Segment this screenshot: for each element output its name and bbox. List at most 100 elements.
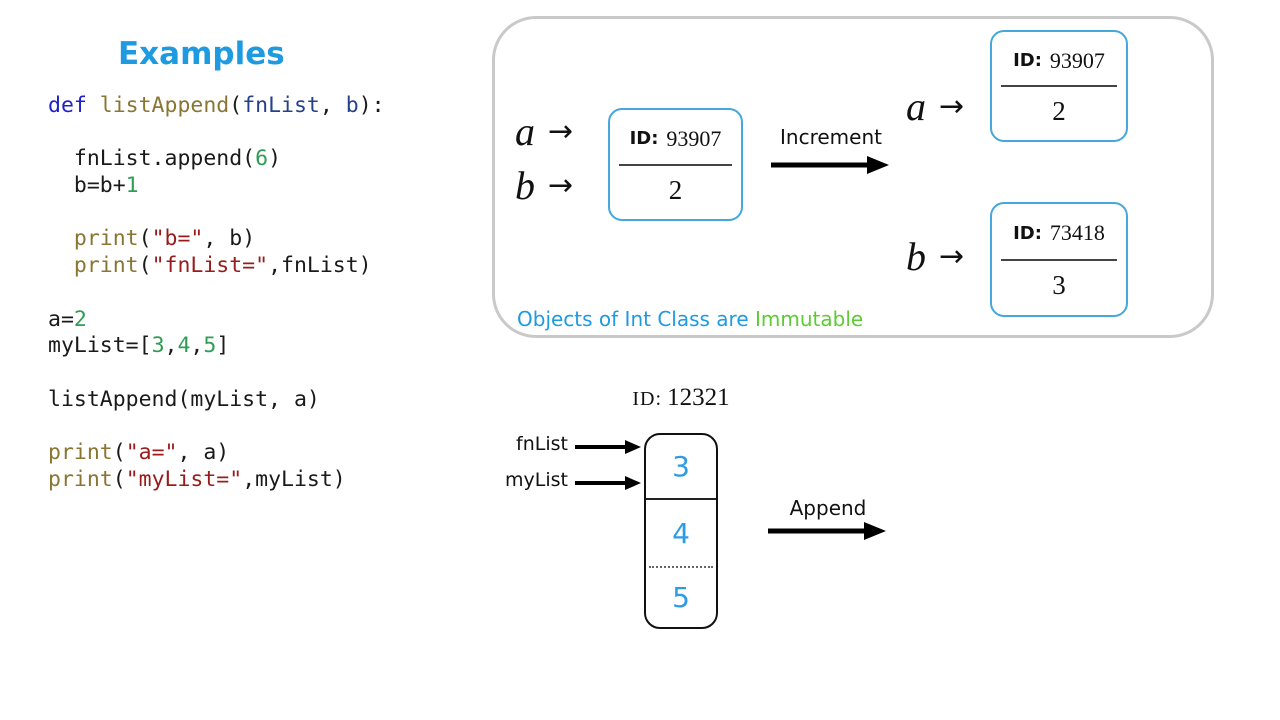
int-box-value: 2 — [668, 174, 683, 205]
increment-label: Increment — [780, 125, 882, 149]
code-line: print("myList=",myList) — [48, 467, 385, 494]
page-title: Examples — [118, 36, 285, 72]
int-box-value: 2 — [1052, 96, 1066, 126]
code-token: listAppend(myList, a) — [48, 386, 320, 412]
list-object-box: 3 4 5 — [644, 433, 718, 629]
var-a-label: a — [906, 84, 926, 129]
list-cell: 4 — [672, 516, 690, 550]
var-b-label: b — [906, 234, 926, 279]
caption-green-text: Immutable — [755, 307, 864, 331]
code-token: "fnList=" — [151, 253, 269, 279]
code-token: ] — [216, 333, 230, 359]
immutability-caption: Objects of Int Class are Immutable — [517, 307, 863, 331]
divider — [619, 163, 732, 166]
code-line: def listAppend(fnList, b): — [48, 93, 385, 120]
code-token — [48, 226, 74, 251]
code-block: def listAppend(fnList, b): fnList.append… — [48, 93, 385, 493]
code-token: b — [345, 93, 359, 118]
code-token: , — [319, 93, 346, 118]
var-b-pointer-before: b → — [515, 163, 573, 209]
code-token: fnList — [242, 93, 320, 118]
list-cell: 5 — [672, 581, 690, 614]
id-value: 93907 — [1049, 47, 1105, 73]
append-group: Append — [768, 496, 888, 544]
arrow-right-icon: → — [939, 239, 965, 274]
caption-blue-text: Objects of Int Class are — [517, 307, 755, 331]
code-token: print — [48, 440, 113, 466]
id-value: 73418 — [1049, 220, 1105, 246]
arrow-right-icon: → — [548, 168, 574, 203]
code-token: b=b+ — [48, 173, 126, 199]
pointer-mylist-arrow-icon — [575, 476, 641, 490]
id-value: 12321 — [667, 384, 730, 411]
code-token: ( — [112, 440, 126, 466]
code-token: def — [48, 93, 100, 118]
id-label: ID: — [632, 388, 663, 410]
code-line: a=2 — [48, 307, 385, 334]
code-line: print("a=", a) — [48, 440, 385, 467]
code-line: print("b=", b) — [48, 226, 385, 253]
code-token: ( — [112, 466, 126, 492]
id-label: ID: — [1013, 50, 1042, 71]
increment-group: Increment — [771, 125, 891, 178]
id-value: 93907 — [666, 125, 722, 151]
int-box-id-row: ID: 73418 — [992, 204, 1126, 259]
pointer-mylist-label: myList — [505, 469, 568, 491]
cell-divider-dotted — [649, 566, 713, 568]
code-line: myList=[3,4,5] — [48, 333, 385, 360]
code-token: "a=" — [125, 440, 178, 466]
code-line — [48, 200, 385, 227]
code-token: , — [164, 333, 178, 359]
code-token: ) — [268, 146, 282, 172]
code-token — [48, 253, 74, 278]
int-immutability-panel: a → b → ID: 93907 2 Increment a → — [492, 16, 1214, 338]
code-token: print — [73, 226, 139, 252]
code-token: ): — [358, 93, 385, 118]
code-line: print("fnList=",fnList) — [48, 253, 385, 280]
append-arrow-icon — [768, 522, 886, 540]
var-a-pointer-before: a → — [515, 109, 573, 155]
int-box-id-row: ID: 93907 — [610, 110, 741, 164]
code-token: 3 — [151, 333, 165, 359]
code-token: listAppend — [99, 93, 230, 118]
list-cell: 3 — [672, 450, 690, 483]
code-token: ( — [229, 93, 243, 118]
code-token: ,fnList) — [268, 253, 372, 279]
code-token: print — [48, 466, 113, 492]
int-box-value: 3 — [1052, 270, 1066, 301]
id-label: ID: — [629, 128, 659, 150]
int-box-after-a: ID: 93907 2 — [990, 30, 1128, 142]
code-token: 2 — [73, 306, 87, 332]
append-label: Append — [789, 496, 867, 520]
pointer-fnlist-label: fnList — [516, 433, 568, 455]
code-token: fnList.append( — [48, 146, 256, 172]
var-b-label: b — [515, 163, 535, 208]
code-token: , a) — [177, 440, 230, 466]
code-token: ( — [138, 253, 152, 279]
int-box-id-row: ID: 93907 — [992, 32, 1126, 85]
code-token: myList=[ — [48, 333, 152, 359]
code-token: 6 — [255, 146, 269, 172]
cell-divider — [646, 498, 716, 500]
code-line — [48, 360, 385, 387]
code-line: fnList.append(6) — [48, 146, 385, 173]
list-id-heading: ID: 12321 — [600, 384, 762, 412]
arrow-right-icon: → — [939, 89, 965, 124]
code-line: listAppend(myList, a) — [48, 387, 385, 414]
divider — [1001, 85, 1117, 87]
int-box-after-b: ID: 73418 3 — [990, 202, 1128, 317]
code-token: ( — [138, 226, 152, 252]
code-token: "myList=" — [125, 466, 243, 492]
var-b-pointer-after: b → — [906, 234, 964, 280]
code-token: "b=" — [151, 226, 204, 252]
code-token: 1 — [125, 173, 139, 199]
code-token: 5 — [203, 333, 217, 359]
code-token: print — [73, 253, 139, 279]
code-line — [48, 120, 385, 147]
code-line — [48, 413, 385, 440]
code-line — [48, 280, 385, 307]
increment-arrow-icon — [771, 156, 889, 174]
divider — [1001, 258, 1117, 261]
code-token: 4 — [177, 333, 191, 359]
